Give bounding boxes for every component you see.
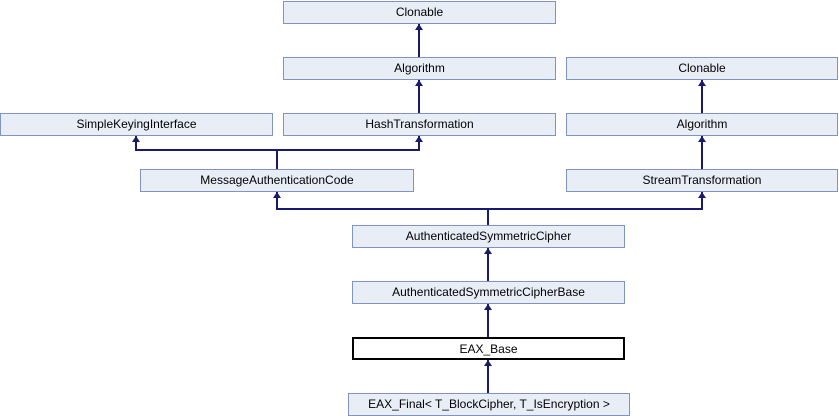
- class-node-algorithm-center[interactable]: Algorithm: [283, 57, 556, 80]
- edge-hashtransformation-to-algorithm: [418, 80, 420, 113]
- arrow-up-icon: [698, 80, 706, 86]
- edge-mac-riser: [276, 149, 278, 169]
- class-node-simplekeyinginterface[interactable]: SimpleKeyingInterface: [0, 113, 273, 136]
- edge-ascbase-to-asc: [487, 248, 489, 281]
- arrow-up-icon: [698, 192, 706, 198]
- edge-asc-stub-to-streamtransformation: [701, 192, 703, 210]
- edge-eaxbase-to-ascbase: [487, 304, 489, 337]
- arrow-up-icon: [698, 136, 706, 142]
- arrow-up-icon: [484, 360, 492, 366]
- arrow-up-icon: [415, 136, 423, 142]
- class-node-clonable-top[interactable]: Clonable: [283, 1, 556, 24]
- edge-streamtransformation-to-algorithm-right: [701, 136, 703, 169]
- class-node-eax-final[interactable]: EAX_Final< T_BlockCipher, T_IsEncryption…: [348, 393, 630, 416]
- class-node-messageauthenticationcode[interactable]: MessageAuthenticationCode: [140, 169, 414, 192]
- arrow-up-icon: [484, 304, 492, 310]
- edge-asc-riser: [487, 208, 489, 225]
- arrow-up-icon: [415, 80, 423, 86]
- edge-asc-split-horizontal: [276, 208, 703, 210]
- arrow-up-icon: [415, 24, 423, 30]
- class-node-authenticatedsymmetriccipher[interactable]: AuthenticatedSymmetricCipher: [352, 225, 625, 248]
- edge-asc-stub-to-mac: [276, 192, 278, 210]
- class-node-clonable-right[interactable]: Clonable: [566, 57, 838, 80]
- arrow-up-icon: [132, 136, 140, 142]
- class-node-streamtransformation[interactable]: StreamTransformation: [566, 169, 838, 192]
- arrow-up-icon: [273, 192, 281, 198]
- class-node-eax-base-current: EAX_Base: [352, 337, 625, 360]
- class-node-hashtransformation[interactable]: HashTransformation: [283, 113, 556, 136]
- edge-mac-stub-to-hashtransformation: [418, 136, 420, 151]
- edge-algorithm-right-to-clonable-right: [701, 80, 703, 113]
- edge-eaxfinal-to-eaxbase: [487, 360, 489, 393]
- arrow-up-icon: [484, 248, 492, 254]
- class-node-algorithm-right[interactable]: Algorithm: [566, 113, 838, 136]
- edge-algorithm-to-clonable: [418, 24, 420, 57]
- class-node-authenticatedsymmetriccipherbase[interactable]: AuthenticatedSymmetricCipherBase: [352, 281, 625, 304]
- edge-mac-stub-to-simplekeyinginterface: [135, 136, 137, 151]
